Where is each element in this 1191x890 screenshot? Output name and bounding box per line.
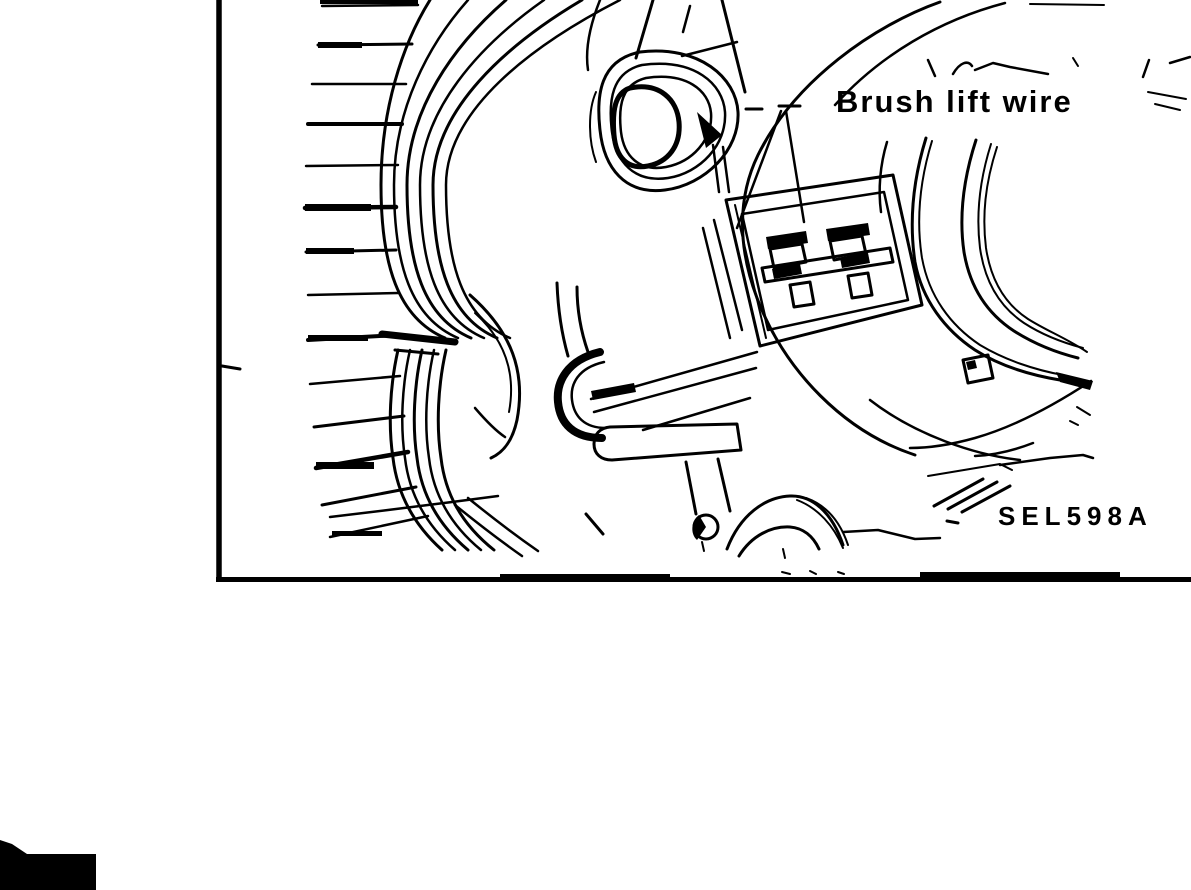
bottom-dome-arcs [584, 494, 942, 559]
part-label: Brush lift wire [836, 84, 1073, 119]
rear-housing-rim [741, 0, 1191, 462]
retainer-bolt [684, 457, 732, 552]
housing-tab [961, 353, 995, 385]
coil-lead-leaf [468, 293, 522, 460]
figure-code-hatches [927, 463, 1013, 525]
terminal-boss [589, 0, 747, 194]
figure-frame [216, 0, 1191, 582]
wire-clamp [553, 281, 743, 462]
housing-bore-arcs [878, 136, 1095, 467]
scan-artifact [0, 840, 96, 890]
coil-end-bundle-lower [328, 348, 540, 558]
brush-connector-block [589, 173, 924, 432]
figure-code-label: SEL598A [998, 501, 1153, 531]
coil-end-bundle-upper [378, 0, 622, 356]
stator-winding-lines [302, 0, 430, 539]
